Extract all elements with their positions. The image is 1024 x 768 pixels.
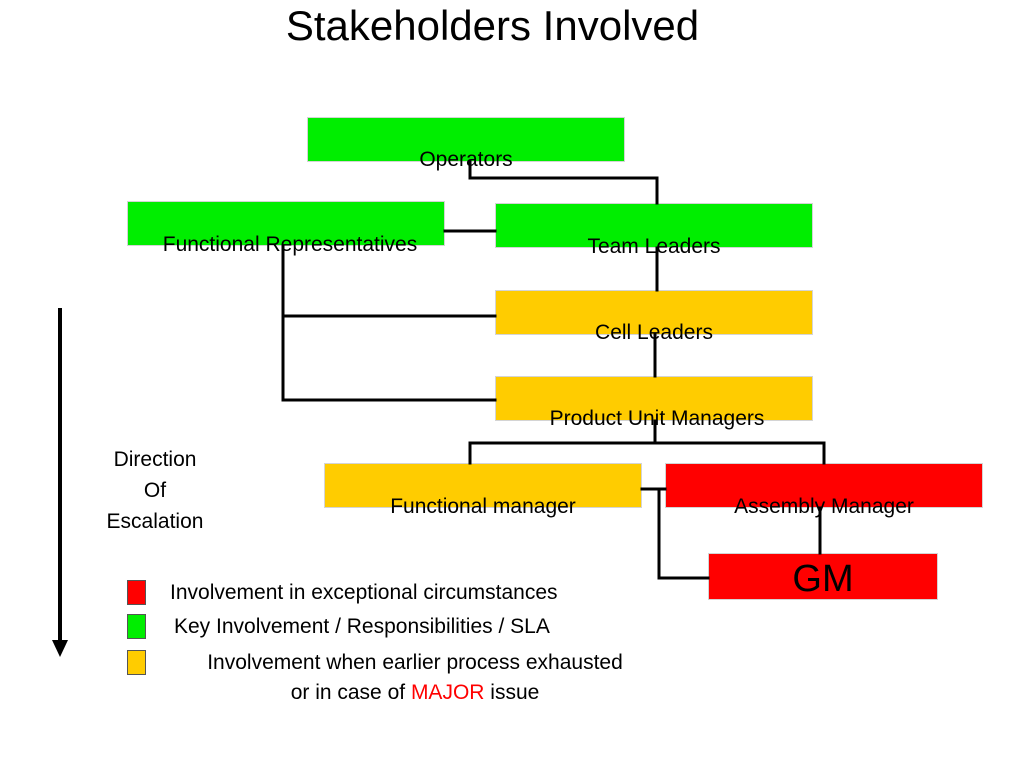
direction-of-escalation-label: Direction Of Escalation	[80, 444, 230, 537]
assembly-manager-label: Assembly Manager	[734, 495, 914, 518]
page-title: Stakeholders Involved	[285, 2, 700, 49]
legend-swatch-amber	[127, 650, 146, 675]
cell-leaders-label: Cell Leaders	[595, 321, 713, 344]
legend-swatch-red	[127, 580, 146, 605]
escalation-arrow-head	[52, 640, 68, 657]
direction-label-line-1: Direction	[113, 448, 197, 471]
legend-amber-line-2-pre: or in case of	[290, 681, 406, 704]
legend-text-amber: Involvement when earlier process exhaust…	[157, 648, 673, 708]
product-unit-managers-label: Product Unit Managers	[549, 407, 765, 430]
functional-representatives-label: Functional Representatives	[162, 233, 418, 256]
operators-box	[307, 117, 625, 162]
connector-functional-reps-product-unit-managers	[281, 314, 497, 402]
legend-text-green: Key Involvement / Responsibilities / SLA	[174, 615, 550, 638]
legend-text-amber-line-2: or in case of MAJOR issue	[157, 678, 673, 708]
functional-representatives-box	[127, 201, 445, 246]
team-leaders-box	[495, 203, 813, 248]
legend-text-amber-line-1: Involvement when earlier process exhaust…	[207, 651, 623, 674]
operators-label: Operators	[419, 148, 513, 171]
functional-manager-label: Functional manager	[390, 495, 576, 518]
legend-text-red: Involvement in exceptional circumstances	[170, 581, 558, 604]
gm-box	[708, 553, 938, 600]
functional-manager-box	[324, 463, 642, 508]
direction-label-line-3: Escalation	[106, 510, 204, 533]
legend-amber-line-2-post: issue	[490, 681, 540, 704]
direction-label-line-2: Of	[143, 479, 167, 502]
connector-operators-team-leaders	[468, 160, 659, 205]
gm-label: GM	[792, 558, 854, 600]
connector-to-gm	[657, 487, 710, 580]
major-emphasis: MAJOR	[410, 681, 485, 704]
legend-swatch-green	[127, 614, 146, 639]
team-leaders-label: Team Leaders	[587, 235, 721, 258]
cell-leaders-box	[495, 290, 813, 335]
